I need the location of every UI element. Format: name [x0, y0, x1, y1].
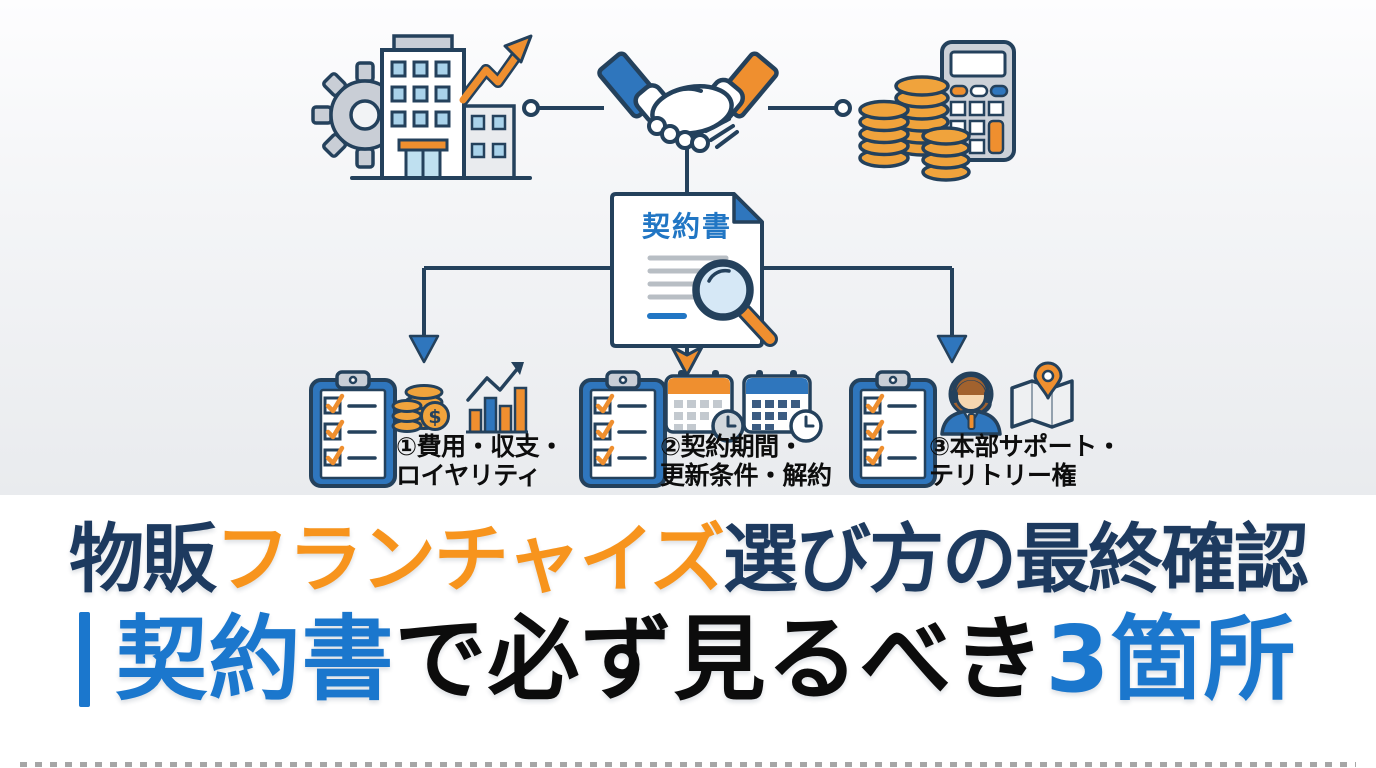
checkpoint-1-line1: ①費用・収支・ — [396, 432, 564, 461]
checklist-clipboard-icon — [581, 372, 665, 486]
handshake-icon — [597, 51, 779, 153]
checkpoint-3-line2: テリトリー権 — [929, 460, 1077, 490]
flow-arrow-middle-icon — [670, 345, 704, 377]
title-segment: 選び方の最終確認 — [723, 515, 1309, 603]
contract-document-label: 契約書 — [641, 210, 732, 243]
building-growth-icon — [311, 34, 533, 180]
bar-chart-icon — [466, 362, 528, 434]
title-segment: 物販 — [68, 515, 217, 603]
checkpoint-2-label: ②契約期間・ 更新条件・解約 — [660, 432, 832, 490]
cropped-bottom-text-strip — [20, 762, 1356, 767]
title-segment-highlight-blue: 契約書 — [115, 605, 395, 713]
checkpoint-1-label: ①費用・収支・ ロイヤリティ — [396, 432, 564, 490]
checkpoint-3-line1: ③本部サポート・ — [929, 432, 1122, 461]
checkpoint-2-line1: ②契約期間・ — [660, 432, 804, 461]
map-pin-icon — [1010, 361, 1074, 429]
title-segment: で必ず見るべき — [394, 605, 1046, 713]
flow-arrow-left-icon — [408, 334, 440, 364]
diagram-section: $ — [0, 0, 1376, 495]
support-operator-icon — [940, 371, 1002, 436]
svg-text:$: $ — [428, 406, 441, 428]
coins-calculator-icon — [858, 40, 1016, 182]
calendar-clock-blue-icon — [742, 370, 823, 443]
node-connectors — [522, 99, 852, 117]
title-line-1: 物販フランチャイズ選び方の最終確認 — [0, 522, 1376, 597]
checklist-clipboard-icon — [311, 372, 395, 486]
checkpoint-3-label: ③本部サポート・ テリトリー権 — [929, 432, 1122, 490]
magnifier-icon — [692, 259, 778, 347]
diagram-illustration: $ — [0, 34, 1074, 495]
title-segment-highlight-blue: 3箇所 — [1045, 605, 1297, 713]
coins-dollar-icon: $ — [391, 384, 450, 433]
title-segment-highlight-orange: フランチャイズ — [214, 515, 725, 603]
flow-arrow-right-icon — [936, 334, 968, 364]
checkpoint-1-line2: ロイヤリティ — [396, 460, 541, 490]
calendar-clock-orange-icon — [664, 370, 745, 443]
checklist-clipboard-icon — [851, 372, 935, 486]
title-divider-bar — [79, 612, 91, 707]
checkpoint-2-line2: 更新条件・解約 — [660, 460, 832, 490]
